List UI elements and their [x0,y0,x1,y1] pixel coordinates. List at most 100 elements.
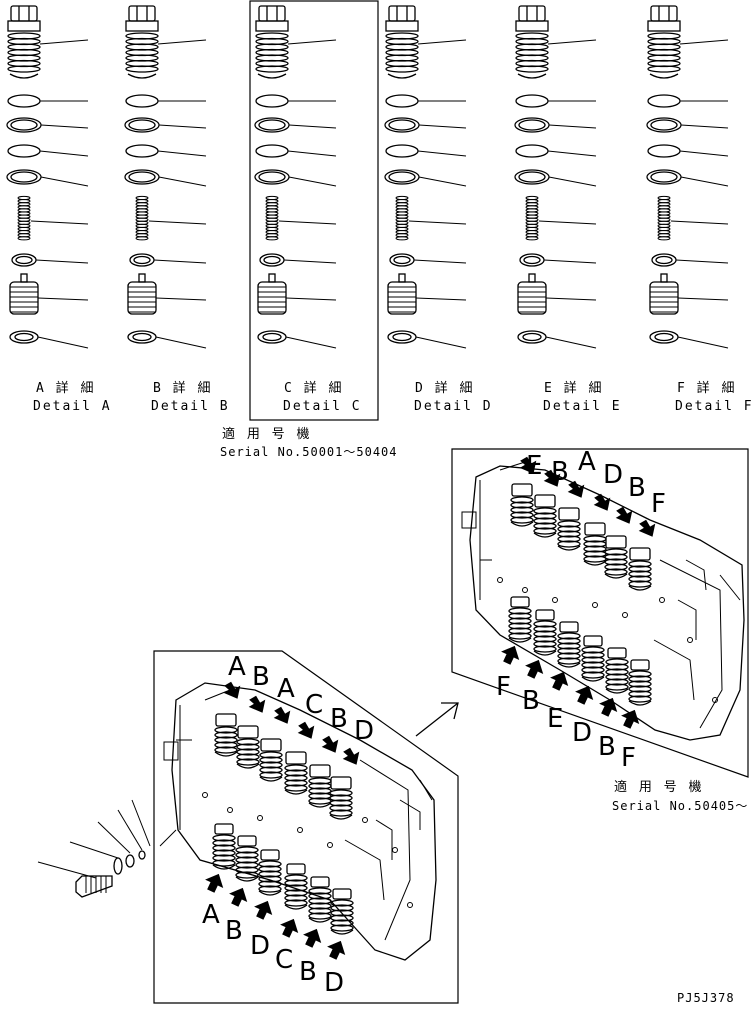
arrow-down [519,456,537,474]
plug [510,483,534,527]
port-hole [407,902,413,908]
plug [628,547,652,591]
arrow-up [575,685,594,705]
o-ring [125,854,135,868]
backup-ring-inner [518,171,546,183]
spring [135,195,149,241]
seal [517,330,547,344]
plug [284,751,308,795]
port-hole [687,637,693,643]
arrow-up [205,873,224,893]
body-detail [677,599,697,640]
backup-ring-inner [10,119,38,131]
leader-line [283,259,337,264]
leader-line [677,336,729,349]
leader-line [543,259,597,264]
port-hole [327,842,333,848]
o-ring [647,94,681,108]
drawing-code: PJ5J378 [677,991,735,1005]
body-detail [163,741,179,761]
washer [113,857,123,875]
detail-d-parts [384,5,467,349]
leader-line [40,124,89,129]
port-hole [202,792,208,798]
arrow-up [303,928,322,948]
leader-line [288,176,337,187]
detail-f-caption-jp: F 詳 細 [677,381,737,396]
port-hole [392,847,398,853]
valve-body-left [163,681,437,961]
leader-line [155,336,207,349]
port-hole [592,602,598,608]
end-plug [75,875,113,898]
o-ring [125,94,159,108]
end-plug-assembly [37,799,177,898]
leader-line [680,176,729,187]
leader-line [417,39,467,45]
serial-right-en: Serial No.50405～ [612,799,749,813]
left-bottom-letter-3: D [250,931,271,961]
detail-b-parts [124,5,207,349]
detail-columns [6,5,729,349]
detail-c-parts [254,5,337,349]
plug [605,647,629,694]
leader-line [37,336,89,349]
poppet [257,273,287,315]
left-top-letter-6: D [354,716,375,746]
leader-line [548,124,597,129]
arrow-down [223,681,241,699]
arrow-down [342,747,360,765]
left-bottom-letter-5: B [299,957,317,987]
arrow-up [327,940,346,960]
leader-line [670,220,729,225]
leader-line [413,259,467,264]
left-view-frame [153,650,459,1004]
body-detail [499,461,526,471]
detail-e-parts [514,5,597,349]
leader-line [415,336,467,349]
leader-line [680,124,729,129]
plug [255,5,289,79]
arrow-up [621,709,640,729]
arrow-down [638,519,656,537]
leader-line [35,259,89,264]
spring [17,195,31,241]
leader-line [131,799,151,847]
detail-f-parts [646,5,729,349]
seat-inner [393,255,411,265]
detail-d-caption-jp: D 詳 細 [415,381,475,396]
right-bottom-letter-2: B [522,686,540,716]
plug [583,522,607,566]
port-hole [257,815,263,821]
arrow-up [599,697,618,717]
leader-line [417,150,467,157]
plug [533,494,557,538]
seat-inner [263,255,281,265]
right-top-letter-4: D [603,460,624,490]
right-bottom-letter-5: B [598,732,616,762]
leader-line [547,39,597,45]
plug [515,5,549,79]
arrow-up [501,645,520,665]
leader-line [39,39,89,45]
detail-c-frame [249,0,379,421]
o-ring [647,144,681,158]
body-outline [469,465,745,741]
serial-top-jp: 適 用 号 機 [222,427,312,442]
port-hole [622,612,628,618]
detail-a-caption-jp: A 詳 細 [36,381,96,396]
plug [214,713,238,757]
leader-line [69,841,119,859]
leader-line [285,297,337,301]
arrow-down [593,493,611,511]
arrow-up [254,900,273,920]
detail-b-caption-jp: B 詳 細 [153,381,213,396]
leader-line [679,39,729,45]
backup-ring-inner [650,119,678,131]
o-ring [7,94,41,108]
poppet [649,273,679,315]
port-hole [297,827,303,833]
detail-c-caption-en: Detail C [283,399,362,414]
right-bottom-letter-4: D [572,718,593,748]
